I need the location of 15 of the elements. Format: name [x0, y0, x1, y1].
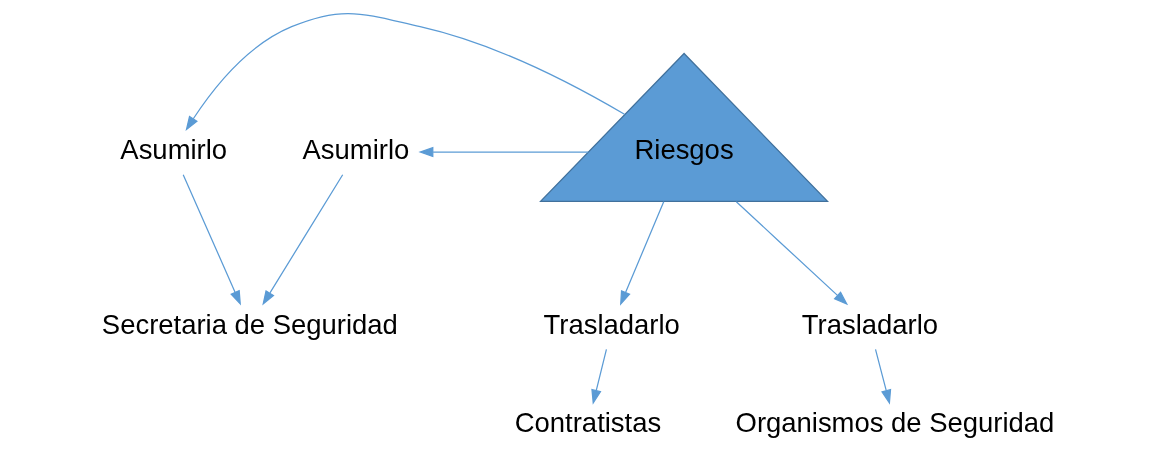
arrow	[735, 201, 848, 306]
arrow	[185, 12, 625, 131]
node-text: Asumirlo	[302, 134, 409, 166]
node-text: Trasladarlo	[801, 308, 938, 340]
arrow	[182, 174, 241, 306]
node-text: Organismos de Seguridad	[735, 407, 1054, 439]
arrow	[874, 348, 891, 405]
arrow	[590, 348, 607, 405]
node-text: Secretaria de Seguridad	[101, 308, 398, 340]
arrow	[417, 146, 589, 158]
node-text: Contratistas	[514, 407, 661, 439]
arrow	[619, 201, 664, 306]
node-text: Trasladarlo	[543, 308, 680, 340]
arrow	[261, 174, 343, 306]
node-text: Asumirlo	[119, 134, 227, 166]
